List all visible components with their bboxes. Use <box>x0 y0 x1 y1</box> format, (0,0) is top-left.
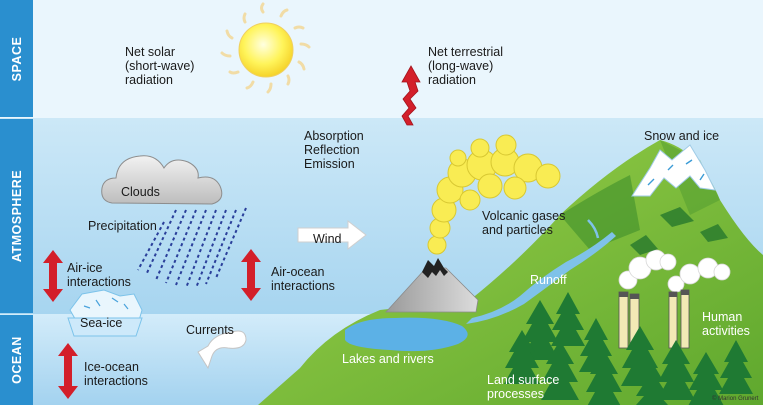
factory-chimneys-icon <box>618 289 690 349</box>
air-ice-line1: Air-ice <box>67 261 103 275</box>
runoff-river <box>466 219 616 324</box>
band-label-atmosphere: ATMOSPHERE <box>10 169 24 263</box>
wind-arrow-icon <box>297 219 367 251</box>
volcano-icon <box>385 258 479 313</box>
space-layer <box>0 0 763 118</box>
terrestrial-radiation-arrow-icon <box>401 65 421 126</box>
volcanic-gases-label: Volcanic gases and particles <box>482 209 565 237</box>
wind-label: Wind <box>313 232 342 246</box>
cloud-icon <box>101 155 223 205</box>
human-activities-line1: Human <box>702 310 743 324</box>
clouds-label: Clouds <box>121 185 160 199</box>
forest-icon <box>504 292 753 405</box>
currents-label: Currents <box>186 323 234 337</box>
lake <box>345 317 468 352</box>
air-ocean-label: Air-ocean interactions <box>271 265 335 293</box>
ice-ocean-label: Ice-ocean interactions <box>84 360 148 388</box>
air-ocean-line1: Air-ocean <box>271 265 325 279</box>
snow-ice-label: Snow and ice <box>644 129 720 143</box>
precipitation-label: Precipitation <box>88 219 157 233</box>
land-surface-line1: Land surface <box>487 373 560 387</box>
ice-ocean-arrow-icon <box>58 343 78 399</box>
mountain-ridges <box>630 207 728 255</box>
air-ocean-arrow-icon <box>241 249 261 301</box>
atmospheric-processes-label: Absorption Reflection Emission <box>304 129 364 171</box>
snow-cap-icon <box>631 144 716 197</box>
volcanic-plume-icon <box>427 134 561 255</box>
air-ice-label: Air-ice interactions <box>67 261 131 289</box>
land-surface-label: Land surface processes <box>487 373 559 401</box>
ice-ocean-line1: Ice-ocean <box>84 360 139 374</box>
volcanic-gases-line2: and particles <box>482 223 553 237</box>
band-bar <box>0 0 33 405</box>
currents-arrow-icon <box>197 330 247 370</box>
terrestrial-radiation-line1: Net terrestrial <box>428 45 504 59</box>
air-ocean-line2: interactions <box>271 279 335 293</box>
lakes-rivers-label: Lakes and rivers <box>342 352 434 366</box>
sun-icon <box>220 2 311 94</box>
terrestrial-radiation-line3: radiation <box>428 73 476 87</box>
solar-radiation-line3: radiation <box>125 73 173 87</box>
human-activities-label: Human activities <box>702 310 750 338</box>
ice-ocean-line2: interactions <box>84 374 148 388</box>
solar-radiation-label: Net solar (short-wave) radiation <box>125 45 194 87</box>
volcanic-gases-line1: Volcanic gases <box>482 209 566 223</box>
reflection-label: Reflection <box>304 143 360 157</box>
air-ice-arrow-icon <box>43 250 63 302</box>
solar-radiation-line1: Net solar <box>125 45 176 59</box>
absorption-label: Absorption <box>304 129 364 143</box>
human-activities-line2: activities <box>702 324 750 338</box>
air-ice-line2: interactions <box>67 275 131 289</box>
emission-label: Emission <box>304 157 355 171</box>
image-credit: © Marion Grunert <box>712 396 759 402</box>
band-label-ocean: OCEAN <box>10 336 24 384</box>
sea-ice-label: Sea-ice <box>80 316 123 330</box>
rain-icon <box>137 207 247 289</box>
factory-smoke-icon <box>618 249 731 293</box>
land-surface-line2: processes <box>487 387 544 401</box>
terrestrial-radiation-label: Net terrestrial (long-wave) radiation <box>428 45 503 87</box>
runoff-label: Runoff <box>530 273 567 287</box>
band-label-space: SPACE <box>10 36 24 82</box>
sea-ice-icon <box>67 289 143 337</box>
terrestrial-radiation-line2: (long-wave) <box>428 59 494 73</box>
solar-radiation-line2: (short-wave) <box>125 59 195 73</box>
